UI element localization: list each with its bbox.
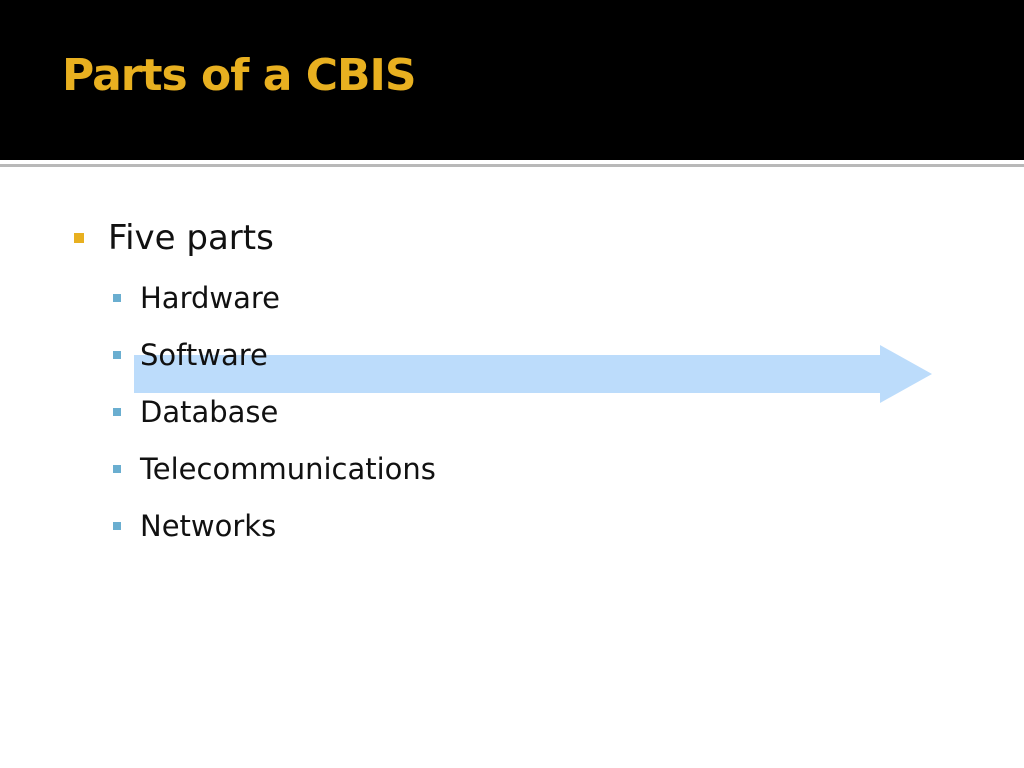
sub-bullet-item-database: Database: [113, 390, 278, 434]
slide-title: Parts of a CBIS: [62, 50, 417, 101]
bullet-item-five-parts: Five parts: [74, 212, 274, 264]
sub-bullet-item-hardware: Hardware: [113, 276, 280, 320]
sub-bullet-text: Database: [140, 395, 279, 429]
sub-bullet-item-networks: Networks: [113, 504, 276, 548]
sub-bullet-text: Software: [140, 338, 268, 372]
square-bullet-icon: [113, 294, 121, 302]
title-divider: [0, 164, 1024, 167]
sub-bullet-text: Telecommunications: [140, 452, 436, 486]
right-arrow-shape: [134, 345, 932, 403]
sub-bullet-text: Networks: [140, 509, 277, 543]
square-bullet-icon: [113, 522, 121, 530]
sub-bullet-item-software: Software: [113, 333, 268, 377]
sub-bullet-text: Hardware: [140, 281, 281, 315]
bullet-text: Five parts: [108, 218, 274, 258]
sub-bullet-item-telecommunications: Telecommunications: [113, 447, 436, 491]
title-bar: Parts of a CBIS: [0, 0, 1024, 160]
square-bullet-icon: [113, 465, 121, 473]
square-bullet-icon: [113, 351, 121, 359]
arrow-body: [134, 345, 932, 403]
square-bullet-icon: [74, 233, 84, 243]
square-bullet-icon: [113, 408, 121, 416]
